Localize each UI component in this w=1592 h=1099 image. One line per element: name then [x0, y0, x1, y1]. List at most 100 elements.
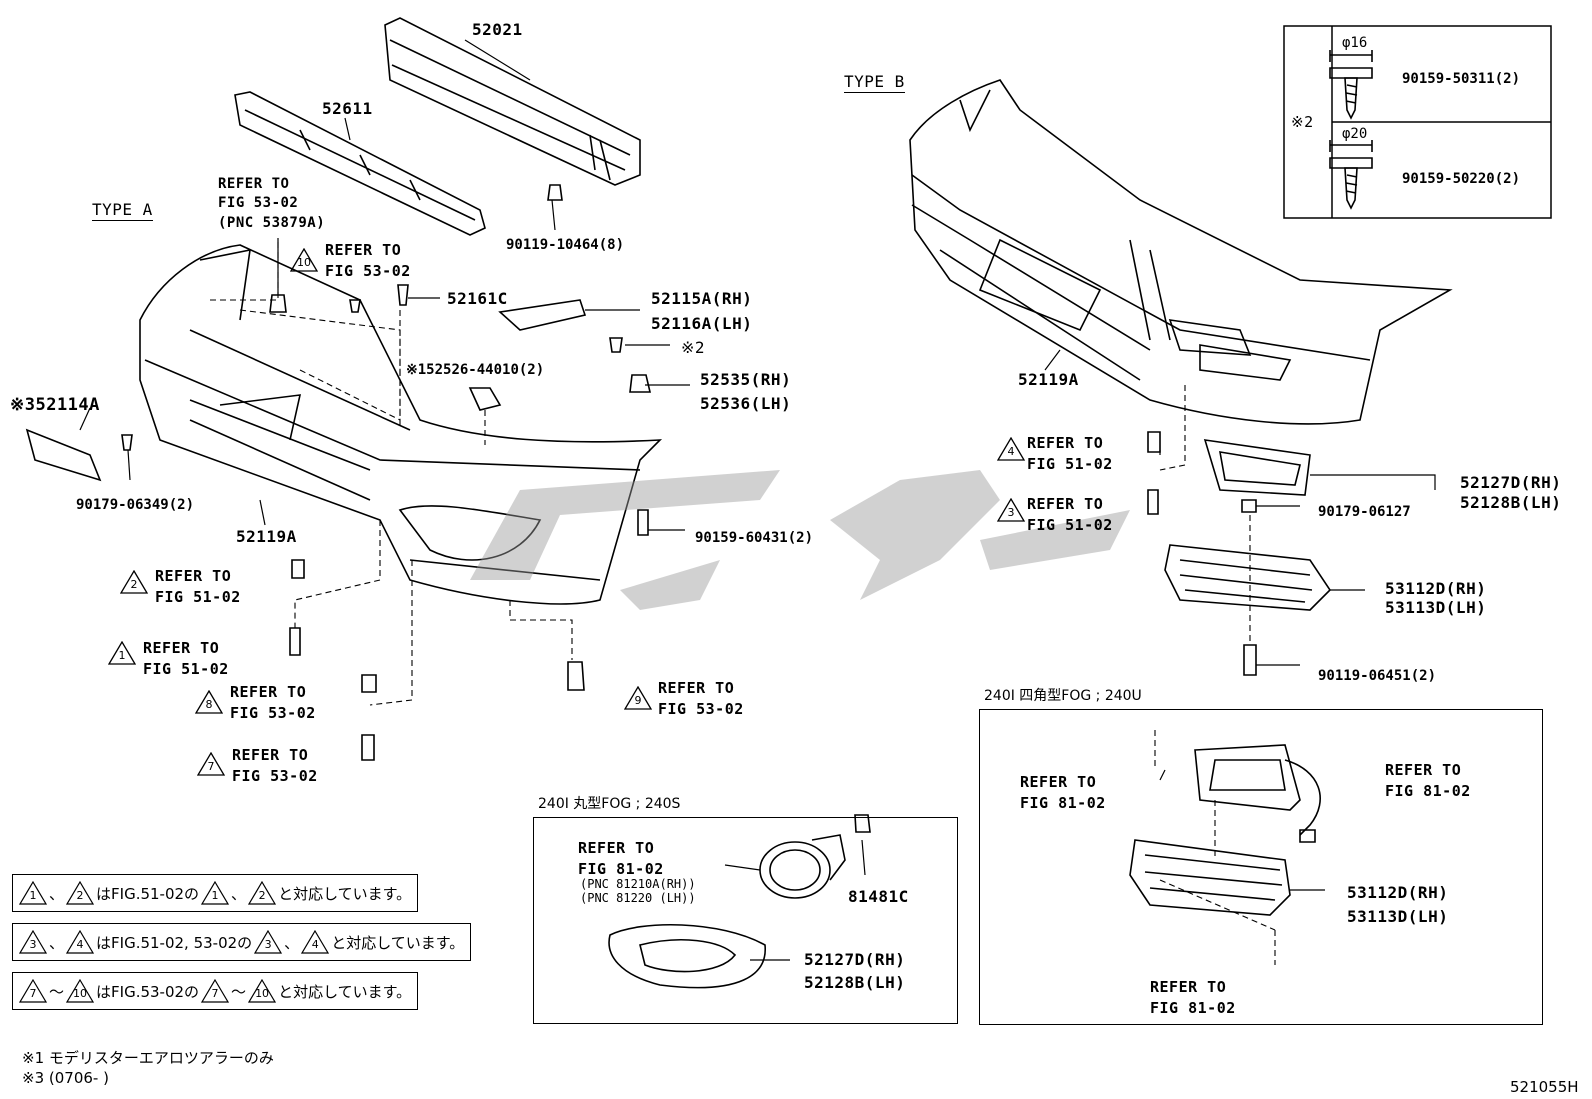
triangle-9-icon: 9 [624, 686, 652, 710]
note3-mid: はFIG.53-02の [96, 982, 200, 1001]
grille-right-side [1164, 544, 1332, 611]
part-81481c[interactable]: 81481C [848, 887, 909, 906]
note2-triangle-a-icon: 3 [19, 930, 47, 954]
part-52611[interactable]: 52611 [322, 99, 373, 118]
triangle-7-icon: 7 [197, 752, 225, 776]
note3-triangle-d-icon: 10 [248, 979, 277, 1003]
pnc-round-fog: (PNC 81210A(RH))(PNC 81220 (LH)) [580, 877, 696, 905]
note1-triangle-a-icon: 1 [19, 881, 47, 905]
part-52115a[interactable]: 52115A(RH) [651, 289, 753, 308]
inset-diameter-16: φ16 [1342, 35, 1368, 51]
note3-sep1: ～ [49, 982, 65, 1001]
note2-sep1: 、 [49, 933, 65, 952]
type-b-label: TYPE B [844, 72, 905, 93]
part-52021[interactable]: 52021 [472, 20, 523, 39]
note1-sep2: 、 [231, 884, 247, 903]
inset-screws [1329, 50, 1373, 210]
note2-end: と対応しています。 [331, 933, 465, 952]
round-fog-box-title: 240I 丸型FOG ; 240S [538, 796, 681, 812]
note-row-1: 1 、 2 はFIG.51-02の 1 、 2 と対応しています。 [12, 874, 419, 912]
square-fog-box [979, 709, 1543, 1025]
note2-triangle-d-icon: 4 [301, 930, 330, 954]
note-row-2: 3 、 4 はFIG.51-02, 53-02の 3 、 4 と対応しています。 [12, 923, 472, 961]
note2-triangle-c-icon: 3 [254, 930, 283, 954]
part-152526[interactable]: ※152526-44010(2) [406, 362, 545, 378]
triangle-3-icon: 3 [997, 498, 1025, 522]
note3-triangle-c-icon: 7 [201, 979, 230, 1003]
part-52536[interactable]: 52536(LH) [700, 394, 792, 413]
bumper-absorber-52611 [234, 91, 486, 236]
inset-star2: ※2 [1291, 113, 1314, 131]
part-90179-06349[interactable]: 90179-06349(2) [76, 497, 195, 513]
round-fog-cover [608, 923, 766, 989]
note2-triangle-b-icon: 4 [66, 930, 95, 954]
part-52161c[interactable]: 52161C [447, 289, 508, 308]
part-52535[interactable]: 52535(RH) [700, 370, 792, 389]
round-fog-box [533, 817, 958, 1024]
part-90119-10464[interactable]: 90119-10464(8) [506, 237, 625, 253]
inset-part-90159-50220[interactable]: 90159-50220(2) [1402, 171, 1521, 187]
square-fog-lamp [1194, 744, 1321, 843]
watermark [470, 470, 1130, 610]
part-53112d-fog[interactable]: 53112D(RH) [1347, 883, 1449, 902]
footnote-3: ※3 (0706- ) [22, 1069, 109, 1087]
footnote-1: ※1 モデリスターエアロツアラーのみ [22, 1049, 274, 1067]
part-52119a-left[interactable]: 52119A [236, 527, 297, 546]
note1-triangle-d-icon: 2 [248, 881, 277, 905]
triangle-4-icon: 4 [997, 437, 1025, 461]
inset-grid [1283, 25, 1552, 219]
part-52128b-right[interactable]: 52128B(LH) [1460, 493, 1562, 512]
part-53112d-right[interactable]: 53112D(RH) [1385, 579, 1487, 598]
triangle-10-icon: 10 [290, 248, 318, 272]
part-52119a-right[interactable]: 52119A [1018, 370, 1079, 389]
note3-end: と対応しています。 [278, 982, 412, 1001]
inset-part-90159-50311[interactable]: 90159-50311(2) [1402, 71, 1521, 87]
fasteners [25, 184, 1257, 761]
leader-lines [79, 39, 1436, 961]
part-53113d-right[interactable]: 53113D(LH) [1385, 598, 1487, 617]
front-bumper-cover-type-b [909, 79, 1453, 425]
note1-triangle-c-icon: 1 [201, 881, 230, 905]
note3-sep2: ～ [231, 982, 247, 1001]
part-90179-06127[interactable]: 90179-06127 [1318, 504, 1411, 520]
fog-cover-right-side [1203, 439, 1311, 496]
type-a-label: TYPE A [92, 200, 153, 221]
part-90119-06451[interactable]: 90119-06451(2) [1318, 668, 1437, 684]
note3-triangle-a-icon: 7 [19, 979, 47, 1003]
front-bumper-cover-type-a [139, 244, 663, 605]
note1-triangle-b-icon: 2 [66, 881, 95, 905]
note3-triangle-b-icon: 10 [66, 979, 95, 1003]
triangle-8-icon: 8 [195, 690, 223, 714]
part-90159-60431[interactable]: 90159-60431(2) [695, 530, 814, 546]
round-fog-lamp [759, 814, 871, 899]
figure-id: 521055H [1510, 1078, 1579, 1096]
bumper-reinforcement-52021 [384, 17, 641, 186]
note-row-3: 7 ～ 10 はFIG.53-02の 7 ～ 10 と対応しています。 [12, 972, 419, 1010]
note1-end: と対応しています。 [278, 884, 412, 903]
part-52127d-fog[interactable]: 52127D(RH) [804, 950, 906, 969]
part-52127d-right[interactable]: 52127D(RH) [1460, 473, 1562, 492]
part-52116a[interactable]: 52116A(LH) [651, 314, 753, 333]
triangle-1-icon: 1 [108, 641, 136, 665]
square-fog-box-title: 240I 四角型FOG ; 240U [984, 688, 1142, 704]
note2-sep2: 、 [284, 933, 300, 952]
note1-mid: はFIG.51-02の [96, 884, 200, 903]
part-52128b-fog[interactable]: 52128B(LH) [804, 973, 906, 992]
triangle-2-icon: 2 [120, 570, 148, 594]
star2-mark: ※2 [681, 338, 706, 357]
part-53113d-fog[interactable]: 53113D(LH) [1347, 907, 1449, 926]
part-52114a[interactable]: ※352114A [10, 395, 100, 415]
